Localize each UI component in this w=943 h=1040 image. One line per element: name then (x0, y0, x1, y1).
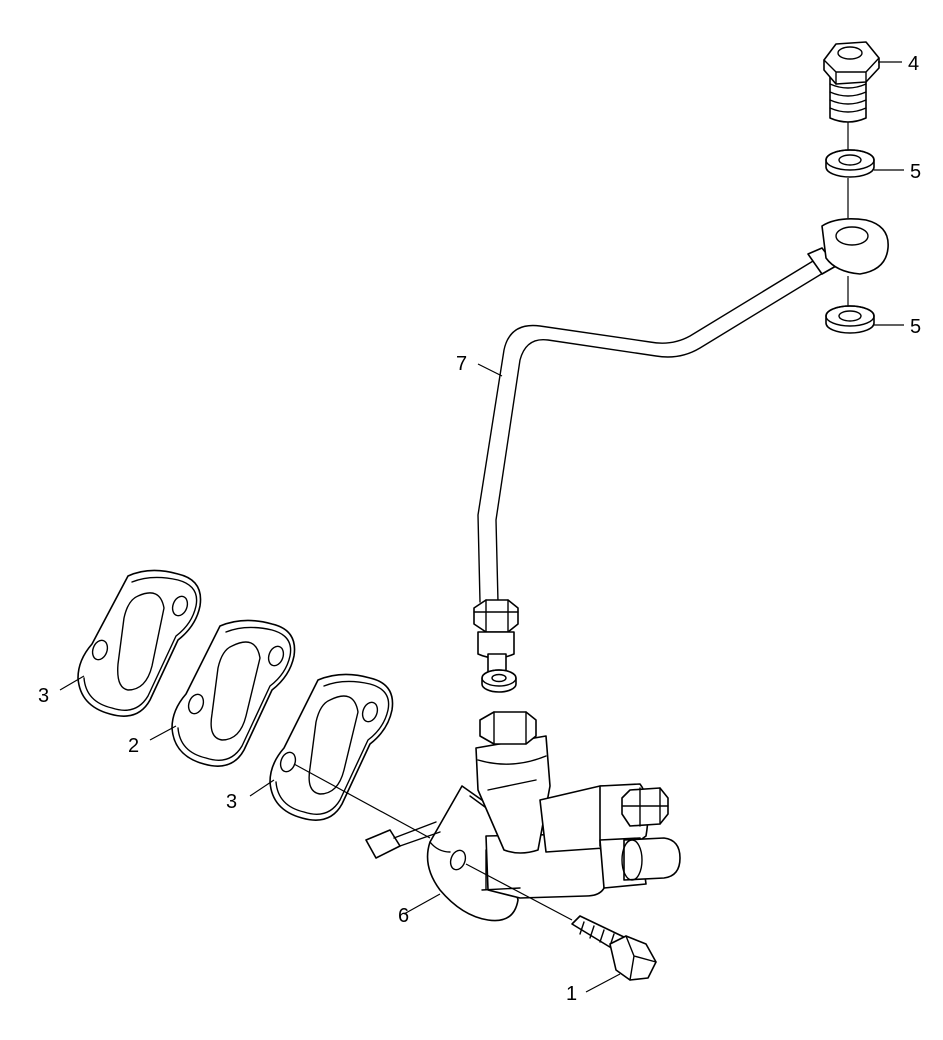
banjo-bolt (823, 41, 880, 150)
callout-7: 7 (456, 353, 467, 375)
callout-5-upper: 5 (910, 161, 921, 183)
callout-2: 2 (128, 735, 139, 757)
sealing-washer-lower (825, 276, 875, 334)
flange-bolt (465, 863, 657, 993)
pipe-end-washer (481, 669, 517, 693)
callout-1: 1 (566, 983, 577, 1005)
gasket-right (249, 673, 431, 839)
callout-4: 4 (908, 53, 919, 75)
callout-5-lower: 5 (910, 316, 921, 338)
feed-pump (365, 711, 681, 922)
fuel-pipe (473, 218, 889, 673)
gasket-left (59, 569, 202, 717)
callout-3-left: 3 (38, 685, 49, 707)
callout-3-right: 3 (226, 791, 237, 813)
sealing-washer-upper (825, 149, 875, 218)
callout-6: 6 (398, 905, 409, 927)
gasket-middle (149, 619, 296, 767)
